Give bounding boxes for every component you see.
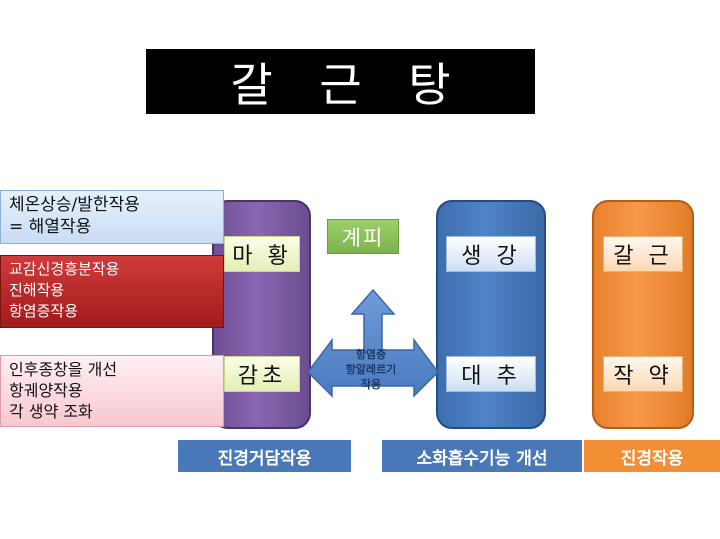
note-line: 진해작용	[9, 281, 65, 299]
note-line: 각 생약 조화	[9, 402, 93, 421]
column-purple	[212, 200, 311, 429]
column-orange	[592, 200, 694, 429]
note-line: 체온상승/발한작용	[9, 195, 140, 215]
arrow-label-line: 항염증	[355, 348, 387, 361]
page-title: 갈 근 탕	[146, 49, 535, 114]
band-antispasmodic: 진경작용	[584, 440, 720, 472]
note-line: 항궤양작용	[9, 381, 83, 400]
herb-gamcho: 감초	[224, 356, 300, 392]
three-way-arrow-icon	[307, 288, 439, 398]
herb-galgeun: 갈 근	[603, 236, 683, 272]
arrow-label-line: 항알레르기	[345, 363, 397, 376]
note-line: = 해열작용	[9, 217, 92, 237]
note-line: 인후종창을 개선	[9, 360, 118, 379]
note-sympathetic: 교감신경흥분작용 진해작용 항염증작용	[0, 255, 224, 328]
herb-saenggang: 생 강	[446, 236, 536, 272]
herb-daechu: 대 추	[446, 356, 536, 392]
arrow-label: 항염증 항알레르기 작용	[330, 347, 412, 392]
band-antispasmodic-expectorant: 진경거담작용	[178, 440, 351, 472]
note-fever: 체온상승/발한작용 = 해열작용	[0, 190, 224, 244]
band-digestion-improvement: 소화흡수기능 개선	[382, 440, 582, 472]
herb-gyepi: 계피	[327, 219, 399, 254]
herb-mahwang: 마 황	[224, 236, 300, 272]
herb-jakyak: 작 약	[603, 356, 683, 392]
note-throat: 인후종창을 개선 항궤양작용 각 생약 조화	[0, 355, 224, 427]
arrow-label-line: 작용	[360, 378, 382, 391]
column-blue	[436, 200, 546, 429]
note-line: 교감신경흥분작용	[9, 260, 120, 278]
note-line: 항염증작용	[9, 302, 79, 320]
